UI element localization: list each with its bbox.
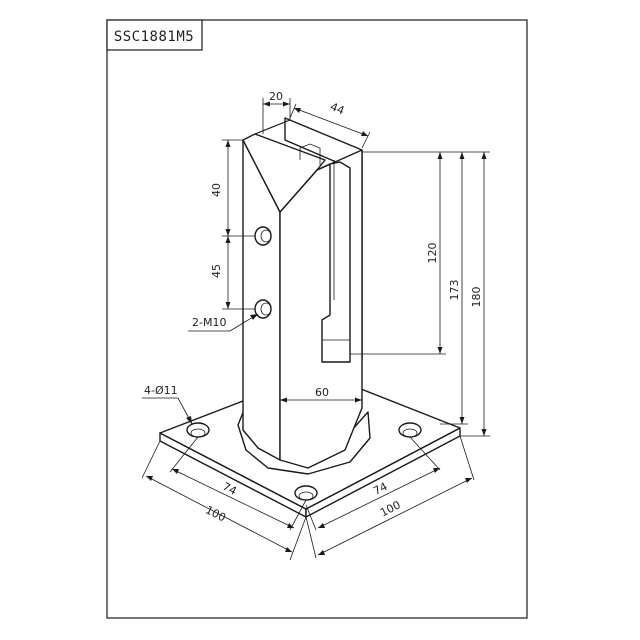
dim-hole-spacing-label: 45 (210, 264, 223, 278)
dim-post-width: 60 (280, 386, 362, 403)
dim-base-hole-right-label: 74 (371, 480, 389, 498)
drawing-frame (106, 19, 528, 619)
post-body (242, 117, 363, 469)
dim-width-top: 20 (262, 90, 291, 134)
dim-depth-top: 44 (289, 100, 371, 149)
dim-hole-top-label: 40 (210, 183, 223, 197)
drawing-title: SSC1881M5 (114, 29, 194, 45)
dim-post-width-label: 60 (315, 386, 329, 399)
dim-slot-height-label: 120 (426, 243, 439, 264)
hole-callout-label: 2-M10 (192, 316, 226, 329)
dim-heights: 120 173 180 (350, 151, 490, 437)
title-box (106, 19, 203, 51)
dim-base-width-left-label: 100 (203, 503, 228, 524)
dim-base-right: 74 100 (305, 435, 475, 559)
screw-holes (254, 226, 272, 319)
dim-hole-positions: 40 45 (210, 139, 255, 310)
dim-base-width-right-label: 100 (378, 498, 403, 519)
base-hole-callout: 4-Ø11 (142, 384, 193, 425)
base-hole-callout-label: 4-Ø11 (144, 384, 178, 397)
dim-post-height-label: 173 (448, 280, 461, 301)
dim-width-top-label: 20 (269, 90, 283, 103)
dim-total-height-label: 180 (470, 287, 483, 308)
base-holes (186, 422, 422, 501)
dim-base-hole-left-label: 74 (220, 480, 238, 498)
hole-callout: 2-M10 (188, 313, 259, 332)
dim-depth-top-label: 44 (328, 100, 346, 117)
